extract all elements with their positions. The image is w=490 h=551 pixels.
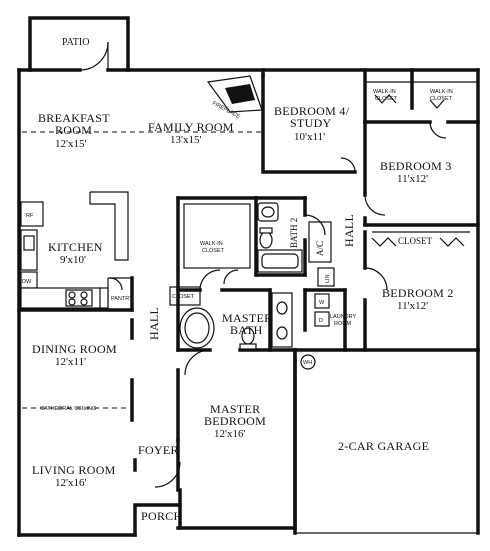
room-labels: PATIO BREAKFAST ROOM 12'x15' FAMILY ROOM… bbox=[32, 37, 454, 523]
bedroom4-label-1: BEDROOM 4/ bbox=[274, 104, 350, 118]
fireplace bbox=[206, 75, 263, 113]
cathedral-label: CATHEDRAL CEILING bbox=[40, 406, 96, 412]
master-bed-label-2: BEDROOM bbox=[204, 414, 266, 428]
foyer-label: FOYER bbox=[138, 443, 179, 457]
closet-b2-label: CLOSET bbox=[398, 236, 433, 246]
closet-hall-label: CLOSET bbox=[172, 294, 195, 300]
master-bath-label-2: BATH bbox=[230, 323, 263, 337]
breakfast-label-2: ROOM bbox=[55, 123, 92, 137]
living-dims: 12'x16' bbox=[55, 477, 86, 489]
breakfast-dims: 12'x15' bbox=[55, 138, 86, 150]
walkin2-line2: CLOSET bbox=[430, 96, 453, 102]
closet-bifold-doors bbox=[371, 94, 465, 247]
doors bbox=[79, 41, 447, 488]
laundry-label-1: LAUNDRY bbox=[330, 314, 357, 320]
master-bed-dims: 12'x16' bbox=[214, 428, 245, 440]
hall-west-label: HALL bbox=[147, 307, 161, 340]
linen-label: LIN bbox=[325, 274, 331, 283]
bedroom2-label: BEDROOM 2 bbox=[382, 286, 454, 300]
walkin1-line2: CLOSET bbox=[375, 96, 398, 102]
washer-label: W bbox=[319, 300, 325, 306]
kitchen-dims: 9'x10' bbox=[60, 254, 86, 266]
family-room-label: FAMILY ROOM bbox=[148, 120, 234, 134]
dashed-separators bbox=[22, 131, 262, 409]
ac-label: A/C bbox=[315, 241, 325, 256]
kitchen-fixtures: RF DW bbox=[20, 201, 109, 309]
dining-dims: 12'x11' bbox=[55, 356, 86, 368]
walkin-master-line1: WALK-IN bbox=[200, 241, 223, 247]
interior-walls bbox=[17, 68, 480, 530]
bedroom3-label: BEDROOM 3 bbox=[380, 159, 452, 173]
kitchen-label: KITCHEN bbox=[48, 240, 103, 254]
pantry-label: PANTRY bbox=[111, 296, 133, 302]
bath2-label: BATH 2 bbox=[289, 218, 299, 248]
water-heater-label: WH bbox=[303, 360, 312, 366]
master-bath-label-1: MASTER bbox=[222, 311, 272, 325]
walkin-master-line2: CLOSET bbox=[202, 248, 225, 254]
laundry-label-2: ROOM bbox=[334, 321, 352, 327]
dryer-label: D bbox=[319, 318, 323, 324]
bedroom4-label-2: STUDY bbox=[290, 116, 332, 130]
hall-east-label: HALL bbox=[342, 214, 356, 247]
bedroom4-dims: 10'x11' bbox=[294, 131, 325, 143]
living-label: LIVING ROOM bbox=[32, 463, 116, 477]
family-room-dims: 13'x15' bbox=[170, 134, 201, 146]
patio-label: PATIO bbox=[62, 37, 89, 48]
walkin1-line1: WALK-IN bbox=[373, 89, 396, 95]
refrigerator-label: RF bbox=[26, 213, 34, 219]
garage-label: 2-CAR GARAGE bbox=[338, 439, 429, 453]
master-bed-label-1: MASTER bbox=[210, 402, 260, 416]
dining-label: DINING ROOM bbox=[32, 342, 117, 356]
bedroom3-dims: 11'x12' bbox=[397, 173, 428, 185]
laundry-fixtures: W D WH bbox=[300, 293, 330, 370]
bath-fixtures bbox=[179, 202, 303, 350]
porch-label: PORCH bbox=[141, 509, 183, 523]
breakfast-label-1: BREAKFAST bbox=[38, 111, 110, 125]
bedroom2-dims: 11'x12' bbox=[397, 300, 428, 312]
walkin2-line1: WALK-IN bbox=[430, 89, 453, 95]
dishwasher-label: DW bbox=[22, 279, 32, 285]
